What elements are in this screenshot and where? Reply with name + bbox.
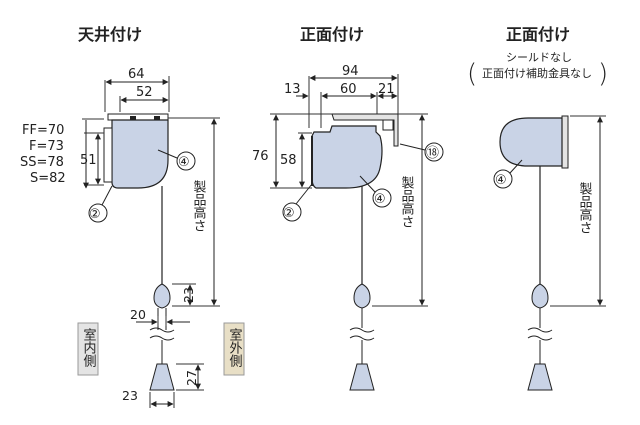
front-mount-diagram: 94 60 13 21 76 58 ② ④ ⑱	[252, 64, 444, 391]
weight-front	[349, 363, 375, 391]
callout-4-no-shield: ④	[495, 173, 507, 188]
callout-18-front: ⑱	[426, 146, 439, 161]
title-front-mount: 正面付け	[300, 25, 364, 44]
dim-60: 60	[340, 82, 357, 97]
note-no-auxiliary-bracket: 正面付け補助金具なし	[482, 66, 592, 80]
title-ceiling-mount: 天井付け	[78, 25, 142, 44]
callout-4-ceiling: ④	[178, 155, 190, 170]
label-ff: FF=70	[22, 123, 64, 138]
label-product-height-no-shield: 製品高さ	[577, 182, 593, 234]
tag-indoor-side: 室内側	[77, 322, 99, 376]
dim-13: 13	[284, 82, 301, 97]
break-symbol-no-shield	[527, 327, 553, 341]
dim-23: 23	[181, 287, 196, 303]
wall-plate	[561, 115, 569, 169]
ceiling-mount-diagram: 64 52 51 FF=70 F=73 SS=78 S=82 ② ④	[20, 67, 220, 408]
tag-outdoor-side-text: 室外側	[227, 327, 243, 367]
label-s: S=82	[30, 171, 66, 186]
weight-no-shield	[527, 363, 553, 391]
dim-51: 51	[80, 153, 97, 168]
dim-76: 76	[252, 149, 269, 164]
headrail-body-front	[311, 125, 383, 189]
weight-ceiling	[149, 363, 175, 391]
label-product-height-ceiling: 製品高さ	[191, 180, 207, 232]
callout-2-ceiling: ②	[89, 207, 101, 222]
break-symbol-front	[349, 327, 375, 341]
dim-27: 27	[184, 370, 199, 386]
dim-64: 64	[128, 67, 145, 82]
dim-58: 58	[280, 153, 297, 168]
label-ss: SS=78	[20, 155, 64, 170]
bead-top-no-shield	[531, 283, 549, 309]
dim-21: 21	[378, 82, 395, 97]
label-f: F=73	[29, 139, 64, 154]
paren-close: )	[598, 59, 608, 89]
title-front-mount-no-shield: 正面付け	[506, 25, 570, 44]
callout-4-front: ④	[374, 192, 386, 207]
dim-52: 52	[136, 85, 153, 100]
headrail-body-no-shield	[499, 117, 563, 167]
label-product-height-front: 製品高さ	[399, 176, 415, 228]
bead-top-ceiling	[153, 283, 171, 309]
break-symbol-ceiling	[149, 327, 175, 341]
tag-outdoor-side: 室外側	[223, 322, 245, 376]
tag-indoor-side-text: 室内側	[81, 327, 97, 367]
front-mount-no-shield-diagram: ④ 製品高さ	[493, 115, 606, 391]
dim-94: 94	[342, 64, 359, 79]
dim-20: 20	[130, 307, 146, 322]
paren-open: (	[467, 59, 477, 89]
dim-23-bottom: 23	[122, 388, 138, 403]
callout-2-front: ②	[283, 206, 295, 221]
bead-top-front	[353, 283, 371, 309]
headrail-body	[111, 119, 169, 189]
note-no-shield: シールドなし	[506, 51, 572, 64]
